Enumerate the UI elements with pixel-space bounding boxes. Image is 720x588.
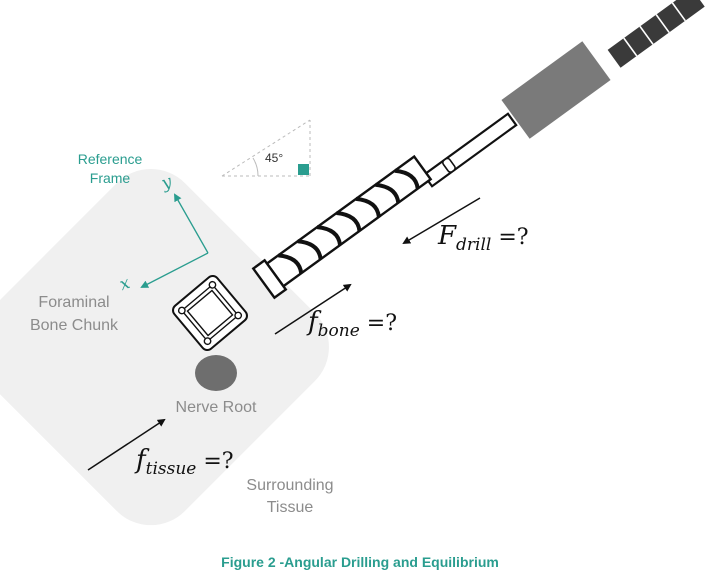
reference-frame-label-line2: Frame [90,170,131,186]
tissue-force-label: ftissue =? [134,445,234,479]
tissue-force-suffix: =? [196,449,233,474]
x-axis-arrow [140,252,209,288]
nerve-root [195,355,237,391]
drill [251,0,705,300]
y-axis-arrow [174,193,209,254]
drill-shaft [422,112,518,188]
drill-force-subscript: drill [456,235,491,255]
angle-indicator: 45° [221,119,311,177]
reference-frame-label-line1: Reference [78,151,143,167]
bone-chunk [172,275,248,351]
nerve-root-label: Nerve Root [176,399,257,416]
surrounding-tissue-label-line2: Tissue [267,499,314,516]
surrounding-tissue-region [0,168,329,526]
right-angle-marker [298,164,309,175]
bone-chunk-label-line2: Bone Chunk [30,317,119,334]
drill-force-symbol: F [437,221,457,251]
tissue-force-subscript: tissue [146,459,197,479]
drill-handle [607,0,705,68]
bone-force-label: fbone =? [306,307,397,341]
bone-force-suffix: =? [360,311,397,336]
bone-chunk-label-line1: Foraminal [38,294,109,311]
drill-chuck [501,41,611,139]
figure-caption: Figure 2 -Angular Drilling and Equilibri… [221,554,499,570]
drill-force-suffix: =? [491,225,528,250]
drill-bit [251,154,433,300]
angle-label: 45° [265,151,283,165]
tissue-force-arrow [87,418,166,471]
bone-force-subscript: bone [318,321,360,341]
drill-force-arrow [402,197,481,245]
bone-force-arrow [274,283,352,335]
drill-force-label: Fdrill =? [437,221,529,255]
surrounding-tissue-label-line1: Surrounding [246,477,333,494]
